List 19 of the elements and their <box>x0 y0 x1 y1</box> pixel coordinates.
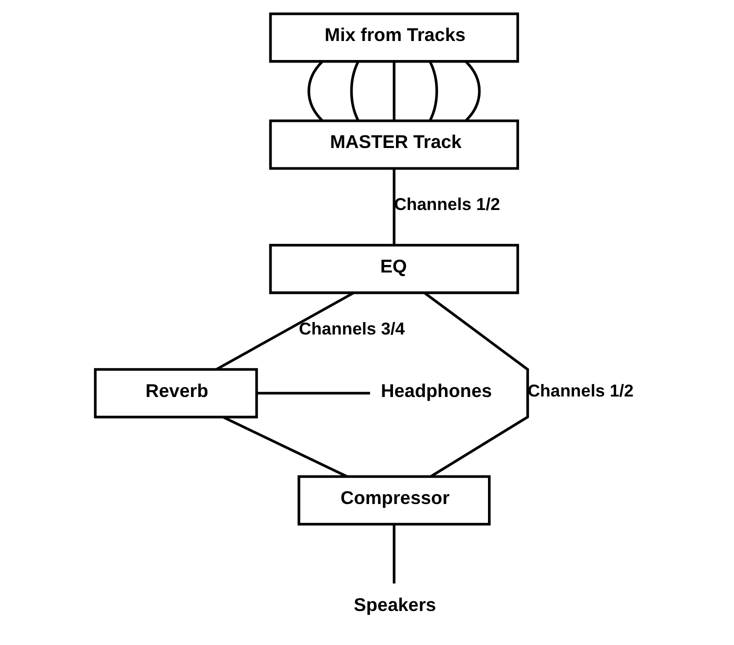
connector <box>392 524 396 584</box>
connector <box>256 392 370 395</box>
connector <box>308 60 324 122</box>
connector <box>424 292 529 478</box>
connector <box>392 168 396 245</box>
connector <box>216 292 354 370</box>
connector <box>464 60 481 122</box>
node-box: Compressor <box>298 475 491 526</box>
node-box: EQ <box>269 244 520 294</box>
node-box: Reverb <box>94 368 258 418</box>
edge-label: Channels 3/4 <box>298 318 405 338</box>
node-box: Mix from Tracks <box>269 12 520 63</box>
connector <box>392 62 396 121</box>
node-text: Headphones <box>380 380 492 401</box>
node-text: Speakers <box>354 594 436 616</box>
node-box: MASTER Track <box>269 120 520 170</box>
connector <box>350 61 360 122</box>
connector <box>428 61 438 122</box>
connector <box>222 416 348 478</box>
